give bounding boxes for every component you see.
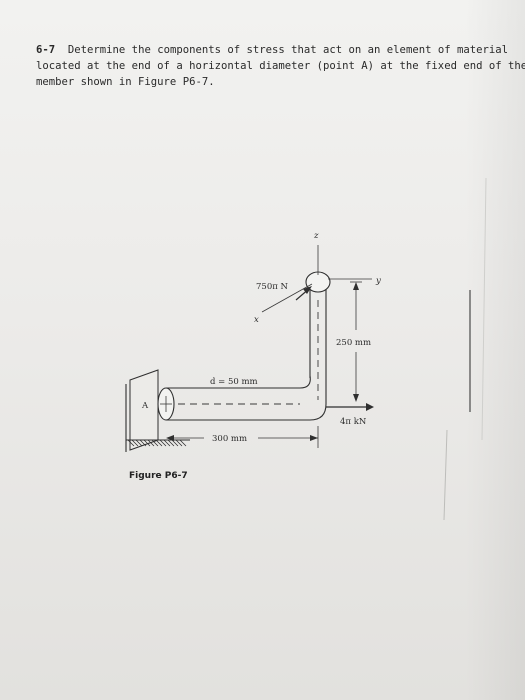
- length-vertical-label: 250 mm: [336, 338, 371, 348]
- problem-line-2: located at the end of a horizontal diame…: [36, 60, 525, 72]
- problem-line-1: 6-7 Determine the components of stress t…: [36, 42, 508, 58]
- problem-line-3: member shown in Figure P6-7.: [36, 76, 215, 88]
- point-a-label: A: [141, 401, 149, 411]
- page-edge-line: [481, 177, 487, 441]
- horizontal-member: [157, 375, 327, 421]
- horizontal-load-arrow: [326, 403, 374, 411]
- diameter-label: d = 50 mm: [210, 377, 258, 387]
- problem-statement: 6-7 Determine the components of stress t…: [36, 42, 525, 90]
- horizontal-load-label: 4π kN: [340, 417, 367, 427]
- page-edge-lower-line: [443, 429, 448, 521]
- length-horizontal-label: 300 mm: [212, 434, 247, 444]
- vertical-load-label: 750π N: [256, 282, 289, 292]
- problem-number: 6-7: [36, 44, 56, 56]
- problem-text-1: Determine the components of stress that …: [67, 44, 508, 56]
- y-axis-label: y: [375, 276, 381, 286]
- z-axis-label: z: [313, 231, 319, 241]
- dimension-300mm: [166, 426, 319, 448]
- page-shadow: [465, 0, 525, 700]
- x-axis: [261, 283, 313, 313]
- fixed-wall-support: [125, 369, 190, 452]
- dimension-250mm: [350, 281, 362, 402]
- figure-caption: Figure P6-7: [129, 471, 188, 481]
- vertical-load-arrow: [295, 286, 312, 301]
- vertical-member: [305, 271, 331, 404]
- x-axis-label: x: [254, 315, 259, 325]
